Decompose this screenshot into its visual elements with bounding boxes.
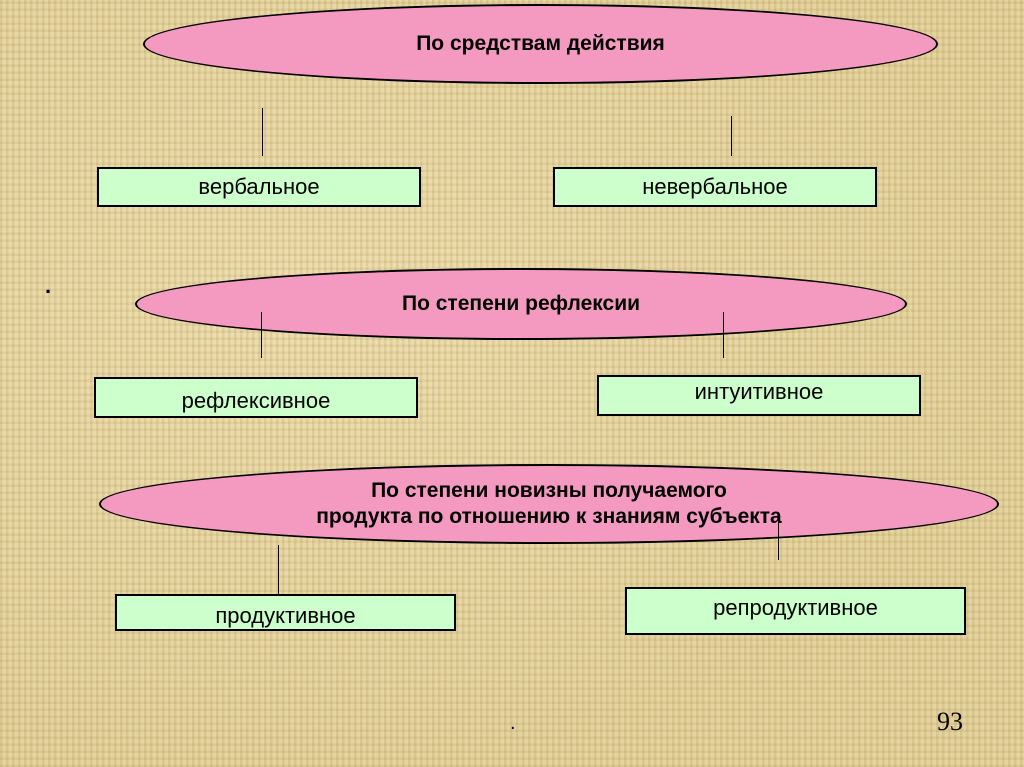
footer-dot: .	[510, 712, 516, 734]
category-ellipse-novelty: По степени новизны получаемого продукта …	[99, 464, 999, 544]
category-title: По средствам действия	[416, 31, 665, 55]
category-ellipse-means-of-action: По средствам действия	[143, 4, 938, 84]
option-label: рефлексивное	[181, 387, 331, 413]
option-box-verbal: вербальное	[97, 167, 421, 207]
connector-line	[731, 116, 732, 156]
option-box-intuitive: интуитивное	[597, 375, 921, 416]
connector-line	[778, 515, 779, 560]
page-number: 93	[937, 707, 963, 736]
option-box-reflexive: рефлексивное	[94, 377, 418, 418]
category-title-line-1: По степени новизны получаемого	[371, 478, 727, 502]
option-label: интуитивное	[694, 378, 824, 404]
option-label: продуктивное	[215, 602, 356, 628]
option-label: вербальное	[198, 174, 320, 199]
connector-line	[261, 312, 262, 358]
connector-line	[262, 108, 263, 156]
category-ellipse-reflexion: По степени рефлексии	[135, 268, 907, 340]
option-box-productive: продуктивное	[115, 594, 456, 631]
category-title-line-2: продукта по отношению к знаниям субъекта	[316, 505, 782, 528]
option-box-reproductive: репродуктивное	[625, 587, 966, 635]
option-label: репродуктивное	[713, 595, 878, 620]
category-title: По степени рефлексии	[401, 291, 641, 315]
option-box-nonverbal: невербальное	[553, 167, 877, 207]
bullet-dot: .	[45, 273, 52, 298]
option-label: невербальное	[642, 174, 788, 199]
connector-line	[278, 545, 279, 595]
connector-line	[723, 312, 724, 358]
